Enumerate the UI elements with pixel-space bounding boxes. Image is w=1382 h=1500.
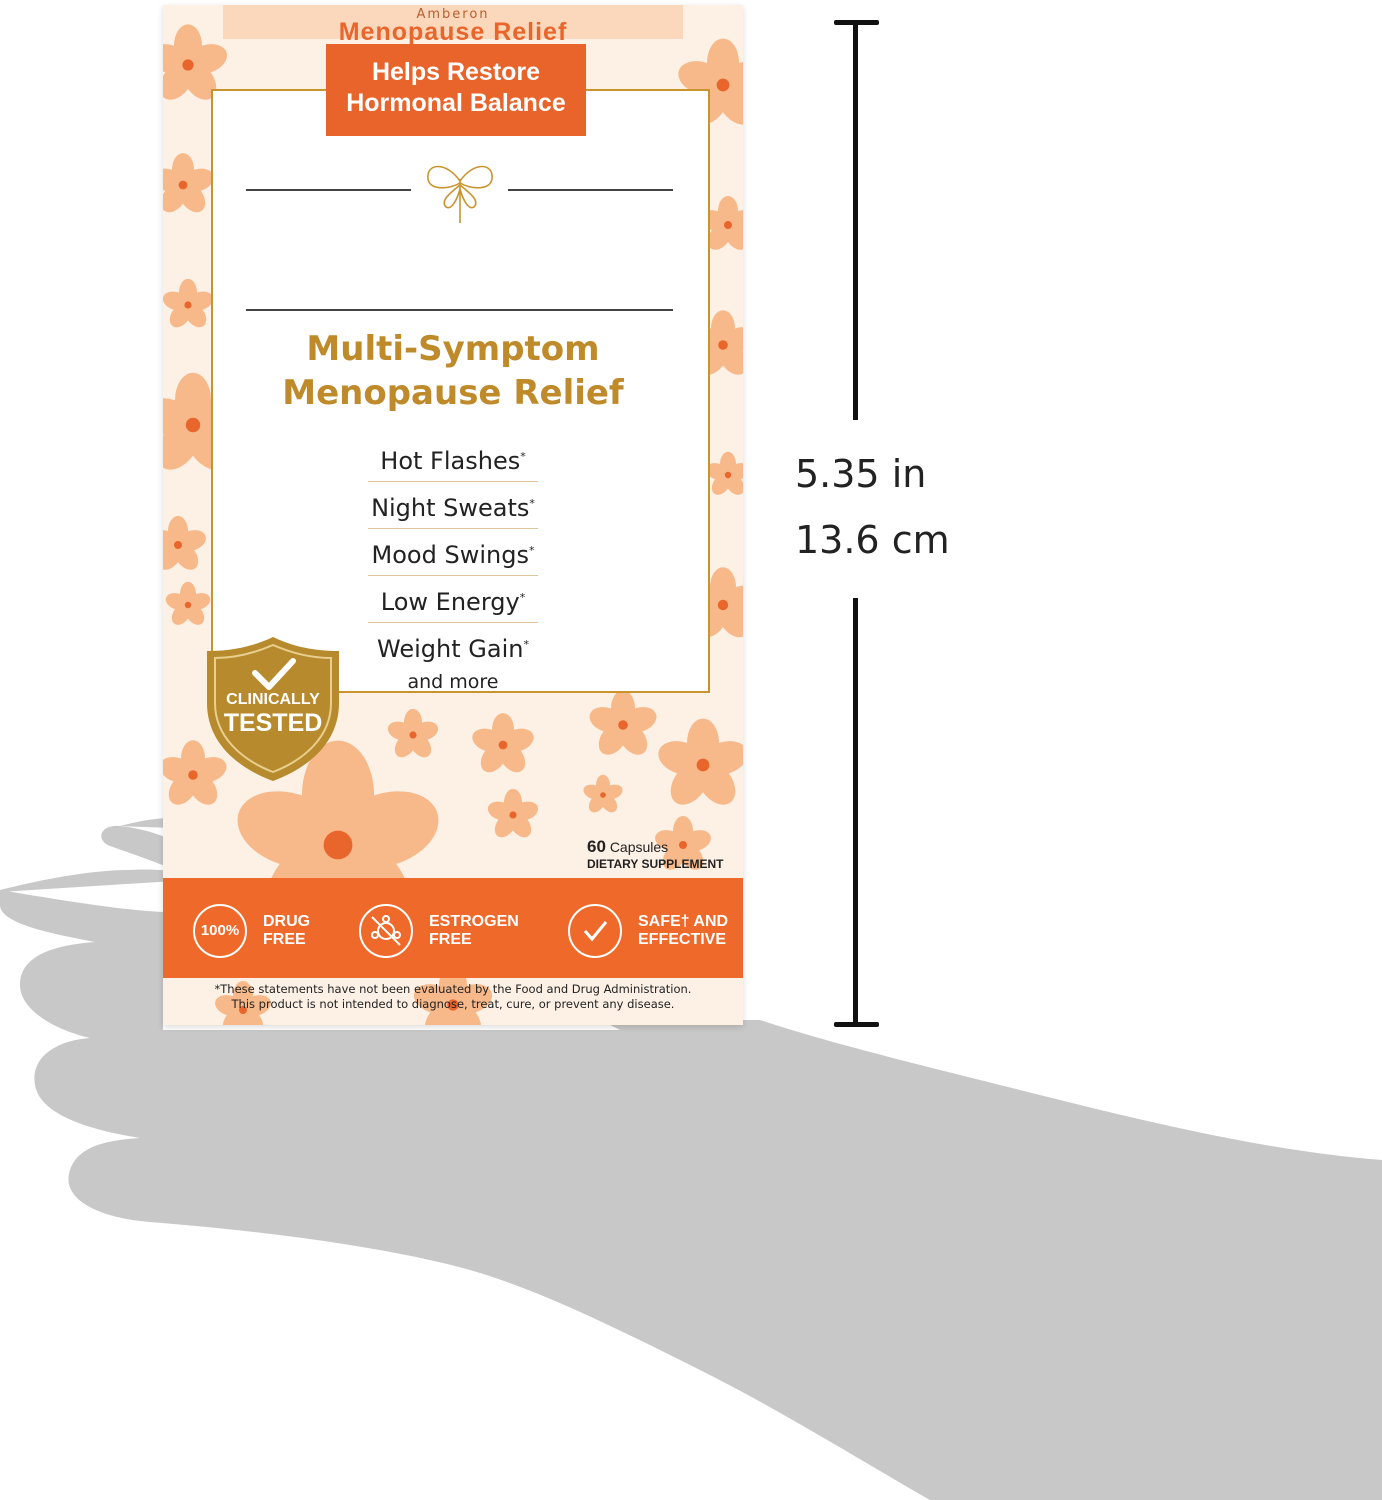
symptom-item: Hot Flashes* xyxy=(368,435,538,482)
shield-check-icon xyxy=(207,637,339,781)
symptom-item: Mood Swings* xyxy=(368,529,538,576)
capsule-word: Capsules xyxy=(609,839,669,855)
divider-left xyxy=(246,189,411,191)
capsule-info: 60 Capsules DIETARY SUPPLEMENT xyxy=(587,837,723,871)
height-inches: 5.35 in xyxy=(795,452,927,496)
and-more-text: and more xyxy=(407,671,499,693)
symptom-item: Low Energy* xyxy=(368,576,538,623)
supplement-label: DIETARY SUPPLEMENT xyxy=(587,857,724,871)
badge-line-1: CLINICALLY xyxy=(226,691,320,708)
dimension-line-bottom xyxy=(853,598,858,1026)
checkmark-icon xyxy=(568,904,622,958)
banner-line-1: Helps Restore xyxy=(371,58,541,86)
divider-right xyxy=(508,189,673,191)
title-line-1: Multi-Symptom xyxy=(306,329,600,369)
capsule-count: 60 xyxy=(587,837,606,856)
product-title: Multi-Symptom Menopause Relief xyxy=(163,327,743,415)
brand-name: Amberon xyxy=(416,7,490,22)
symptom-list: Hot Flashes* Night Sweats* Mood Swings* … xyxy=(163,435,743,693)
dragonfly-icon xyxy=(427,165,493,223)
dimension-cap-bottom xyxy=(834,1022,879,1027)
title-line-2: Menopause Relief xyxy=(282,373,624,413)
top-title: Menopause Relief xyxy=(338,18,568,46)
label-panel xyxy=(211,89,710,693)
no-hormone-icon xyxy=(359,904,413,958)
height-centimeters: 13.6 cm xyxy=(795,518,950,562)
box-top-strip: Amberon Menopause Relief xyxy=(223,5,683,46)
dimension-line-top xyxy=(853,22,858,420)
banner-line-2: Hormonal Balance xyxy=(346,89,566,117)
banner: Helps Restore Hormonal Balance xyxy=(326,44,586,136)
badge-line-2: TESTED xyxy=(223,709,323,737)
divider-lower xyxy=(246,309,673,311)
symptom-item: Night Sweats* xyxy=(368,482,538,529)
symptom-item: Weight Gain* xyxy=(377,635,529,663)
clinically-tested-badge: CLINICALLY TESTED xyxy=(203,633,343,783)
product-box: Amberon Menopause Relief Helps Restore H… xyxy=(163,5,743,1025)
percent-badge-icon: 100% xyxy=(193,904,247,958)
fda-disclaimer: *These statements have not been evaluate… xyxy=(214,982,692,1011)
